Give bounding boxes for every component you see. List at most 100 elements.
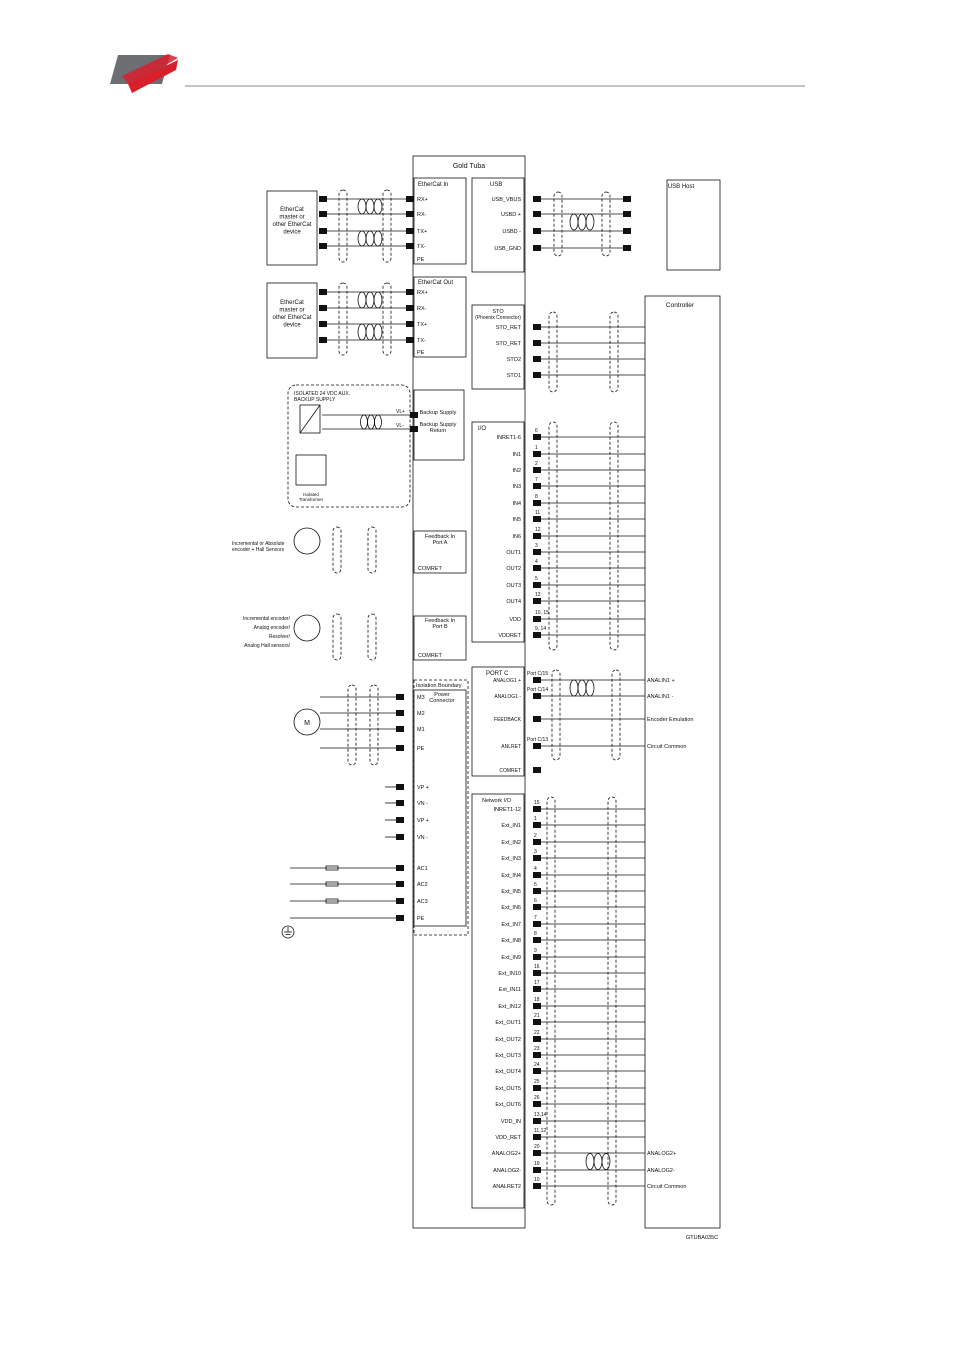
network-io-terminal: [533, 954, 541, 960]
network-io-pin-number: 5: [534, 882, 537, 888]
network-io-pin-number: 16: [534, 964, 540, 970]
fuse-symbol: [325, 881, 339, 887]
io-pin-name: IN6: [512, 534, 521, 540]
io-pin-number: 12: [535, 527, 541, 533]
ethercat-master-terminal: [319, 243, 327, 249]
io-pin-number: 4: [535, 559, 538, 565]
port-c-terminal: [533, 716, 541, 722]
sto-subtitle: (Phoenix Connector): [475, 315, 521, 321]
twisted-pair-coil: [373, 323, 383, 341]
network-io-target: ANALOG2-: [647, 1168, 675, 1174]
io-pin-number: 5: [535, 576, 538, 582]
network-io-pin-number: 21: [534, 1013, 540, 1019]
network-io-target: Circuit Common: [647, 1184, 686, 1190]
network-io-terminal: [533, 872, 541, 878]
usb-host-terminal: [623, 211, 631, 217]
network-io-pin-number: 20: [534, 1144, 540, 1150]
network-io-pin-number: 13,14: [534, 1112, 547, 1118]
io-pin-number: 7: [535, 477, 538, 483]
io-terminal: [533, 616, 541, 622]
encoder-b-label: Incremental encoder/Analog encoder/Resol…: [243, 616, 291, 649]
port-c-pin-name: COMRET: [499, 768, 521, 774]
io-terminal: [533, 598, 541, 604]
io-pin-name: OUT3: [506, 583, 521, 589]
ethercat-out-pin: RX+: [417, 290, 428, 296]
network-io-pin-number: 2: [534, 833, 537, 839]
port-c-terminal: [533, 767, 541, 773]
io-pin-name: VDD: [509, 617, 521, 623]
cable-shield: [609, 421, 619, 651]
io-pin-number: 6: [535, 428, 538, 434]
cable-shield: [553, 191, 563, 257]
power-terminal: [396, 745, 404, 751]
twisted-pair-coil: [357, 291, 367, 309]
sto-pin: STO2: [507, 357, 521, 363]
network-io-pin-name: Ext_OUT3: [495, 1053, 521, 1059]
sto-terminal: [533, 340, 541, 346]
network-io-pin-number: 6: [534, 898, 537, 904]
cable-shield: [551, 669, 561, 761]
network-io-terminal: [533, 921, 541, 927]
network-io-terminal: [533, 888, 541, 894]
usb-host-terminal: [623, 245, 631, 251]
usb-terminal: [533, 211, 541, 217]
usb-pin: USBD +: [501, 212, 521, 218]
power-pin: M1: [417, 727, 425, 733]
ethercat-out-terminal: [406, 337, 414, 343]
network-io-pin-name: Ext_IN4: [501, 873, 521, 879]
port-c-pin-name: ANALOG1 -: [494, 694, 521, 700]
encoder-a-symbol: [293, 527, 321, 555]
ethercat-master-2-box: [266, 282, 318, 359]
network-io-pin-name: Ext_IN2: [501, 840, 521, 846]
ethercat-in-pin: RX+: [417, 197, 428, 203]
usb-pin: USBD -: [502, 229, 521, 235]
usb-host-terminal: [623, 196, 631, 202]
usb-terminal: [533, 228, 541, 234]
ethercat-master-terminal: [319, 321, 327, 327]
network-io-pin-number: 9: [534, 948, 537, 954]
port-c-terminal: [533, 693, 541, 699]
power-terminal: [396, 710, 404, 716]
twisted-pair-coil: [577, 213, 587, 231]
power-terminal: [396, 881, 404, 887]
backup-module: [413, 389, 465, 461]
io-pin-number: 11: [535, 510, 540, 516]
isolation-boundary-label: Isolation Boundary: [416, 683, 462, 689]
power-pin: VN -: [417, 835, 428, 841]
io-title: I/O: [478, 426, 486, 432]
twisted-pair-coil: [357, 198, 367, 215]
ethercat-in-terminal: [406, 196, 414, 202]
motor-symbol: [293, 708, 321, 736]
io-terminal: [533, 516, 541, 522]
earth-ground-symbol: [281, 925, 295, 939]
network-io-pin-number: 15: [534, 800, 540, 806]
ethercat-out-pin: PE: [417, 350, 425, 356]
backup-title: Backup Supply: [420, 410, 457, 416]
ethercat-in-terminal: [406, 228, 414, 234]
network-io-pin-name: Ext_IN9: [501, 955, 521, 961]
usb-terminal: [533, 245, 541, 251]
port-c-title: PORT C: [486, 671, 509, 677]
network-io-terminal: [533, 839, 541, 845]
twisted-pair-coil: [585, 213, 595, 231]
isolated-transformer-symbol: [295, 454, 327, 486]
network-io-terminal: [533, 822, 541, 828]
power-pin: VP +: [417, 785, 429, 791]
sto-pin: STO_RET: [496, 325, 522, 331]
twisted-pair-coil: [365, 198, 375, 215]
network-io-terminal: [533, 1134, 541, 1140]
cable-shield: [609, 311, 619, 393]
twisted-pair-coil: [373, 291, 383, 309]
ethercat-in-terminal: [406, 243, 414, 249]
network-io-terminal: [533, 806, 541, 812]
power-terminal: [396, 834, 404, 840]
ethercat-out-terminal: [406, 305, 414, 311]
ethercat-out-pin: TX-: [417, 338, 426, 344]
io-pin-number: 3: [535, 543, 538, 549]
twisted-pair-coil: [357, 323, 367, 341]
network-io-pin-name: Ext_IN8: [501, 938, 521, 944]
ethercat-master-terminal: [319, 228, 327, 234]
